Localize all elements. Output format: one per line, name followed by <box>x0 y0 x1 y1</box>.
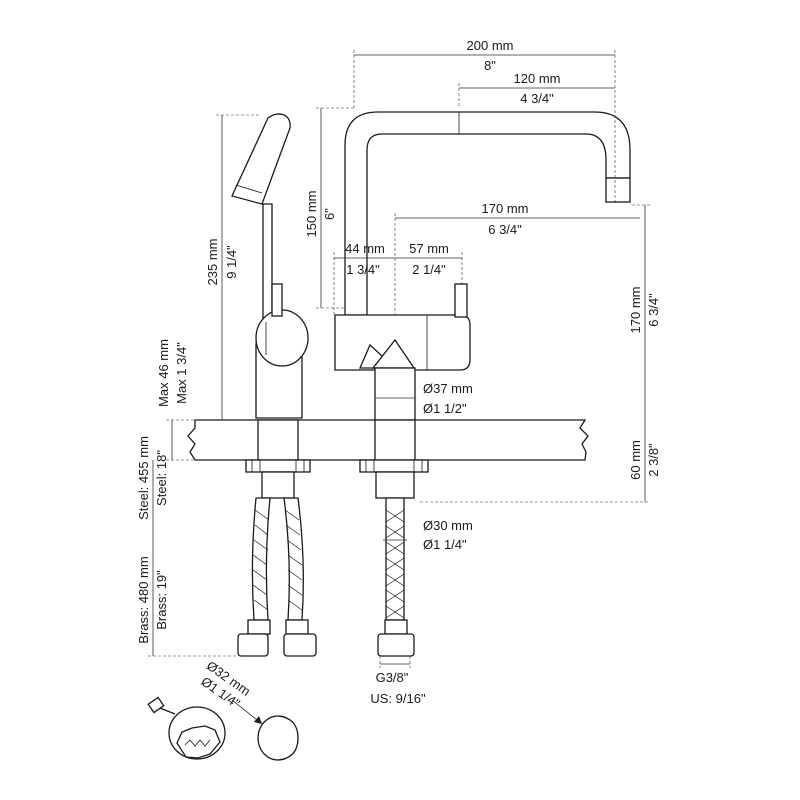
dim-235-in: 9 1/4" <box>224 245 239 279</box>
dim-57-in: 2 1/4" <box>412 262 446 277</box>
dim-thread-g: G3/8" <box>376 670 409 685</box>
dim-brass-in: Brass: 19" <box>154 570 169 630</box>
dim-150-in: 6" <box>322 208 337 220</box>
dim-200-mm: 200 mm <box>467 38 514 53</box>
dim-60-mm: 60 mm <box>628 440 643 480</box>
dim-37-in: Ø1 1/2" <box>423 401 467 416</box>
dim-30-mm: Ø30 mm <box>423 518 473 533</box>
hole-saw-illustration <box>147 696 299 761</box>
dim-170h-mm: 170 mm <box>482 201 529 216</box>
dim-44-in: 1 3/4" <box>346 262 380 277</box>
dim-steel-mm: Steel: 455 mm <box>136 436 151 520</box>
dimension-lines <box>148 50 650 668</box>
dim-brass-mm: Brass: 480 mm <box>136 556 151 643</box>
dimension-labels: 200 mm 8" 120 mm 4 3/4" 150 mm 6" 170 mm… <box>136 38 661 711</box>
front-view-faucet <box>334 111 631 657</box>
dim-170h-in: 6 3/4" <box>488 222 522 237</box>
side-view-faucet <box>231 113 317 657</box>
dim-170v-mm: 170 mm <box>628 287 643 334</box>
dim-steel-in: Steel: 18" <box>154 450 169 506</box>
dim-thread-us: US: 9/16" <box>370 691 426 706</box>
dim-44-mm: 44 mm <box>345 241 385 256</box>
dim-235-mm: 235 mm <box>205 239 220 286</box>
dim-30-in: Ø1 1/4" <box>423 537 467 552</box>
dim-200-in: 8" <box>484 58 496 73</box>
dim-120-in: 4 3/4" <box>520 91 554 106</box>
dim-170v-in: 6 3/4" <box>646 293 661 327</box>
dim-150-mm: 150 mm <box>304 191 319 238</box>
dim-120-mm: 120 mm <box>514 71 561 86</box>
dim-46-mm: Max 46 mm <box>156 339 171 407</box>
dim-57-mm: 57 mm <box>409 241 449 256</box>
dim-60-in: 2 3/8" <box>646 443 661 477</box>
dim-46-in: Max 1 3/4" <box>174 342 189 404</box>
dim-37-mm: Ø37 mm <box>423 381 473 396</box>
